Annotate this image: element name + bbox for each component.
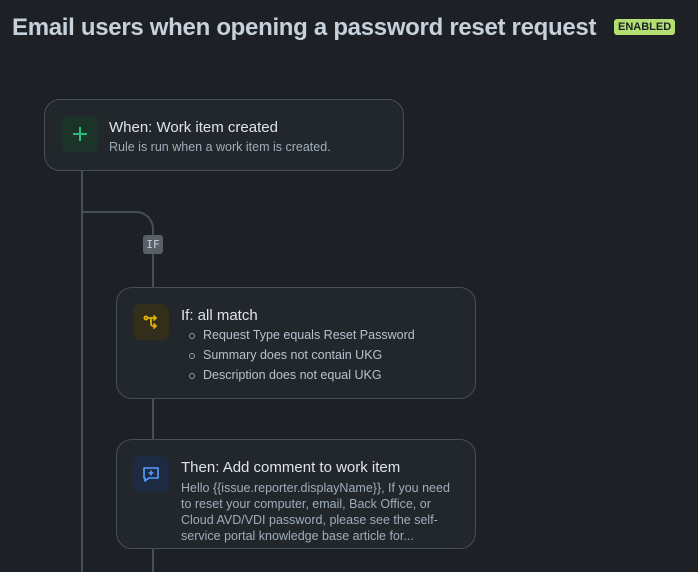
- connector-main: [81, 170, 83, 572]
- connector-condition-action: [152, 398, 154, 440]
- condition-card[interactable]: If: all match Request Type equals Reset …: [116, 287, 476, 399]
- trigger-description: Rule is run when a work item is created.: [109, 140, 331, 154]
- comment-add-icon: [133, 456, 169, 492]
- condition-title: If: all match: [181, 307, 258, 324]
- action-title: Then: Add comment to work item: [181, 459, 401, 476]
- action-card[interactable]: Then: Add comment to work item Hello {{i…: [116, 439, 476, 549]
- connector-branch: [152, 240, 154, 288]
- trigger-card[interactable]: When: Work item created Rule is run when…: [44, 99, 404, 171]
- branch-icon: [133, 304, 169, 340]
- condition-item: Description does not equal UKG: [189, 365, 415, 385]
- if-chip: IF: [143, 235, 163, 254]
- connector-branch-curve: [82, 211, 154, 241]
- trigger-title: When: Work item created: [109, 119, 278, 136]
- condition-item: Summary does not contain UKG: [189, 345, 415, 365]
- condition-list: Request Type equals Reset Password Summa…: [189, 325, 415, 385]
- condition-item: Request Type equals Reset Password: [189, 325, 415, 345]
- page-title: Email users when opening a password rese…: [12, 14, 597, 41]
- action-comment-body: Hello {{issue.reporter.displayName}}, If…: [181, 481, 450, 543]
- connector-after-action: [152, 548, 154, 572]
- status-badge: ENABLED: [614, 19, 676, 35]
- plus-icon: [62, 116, 98, 152]
